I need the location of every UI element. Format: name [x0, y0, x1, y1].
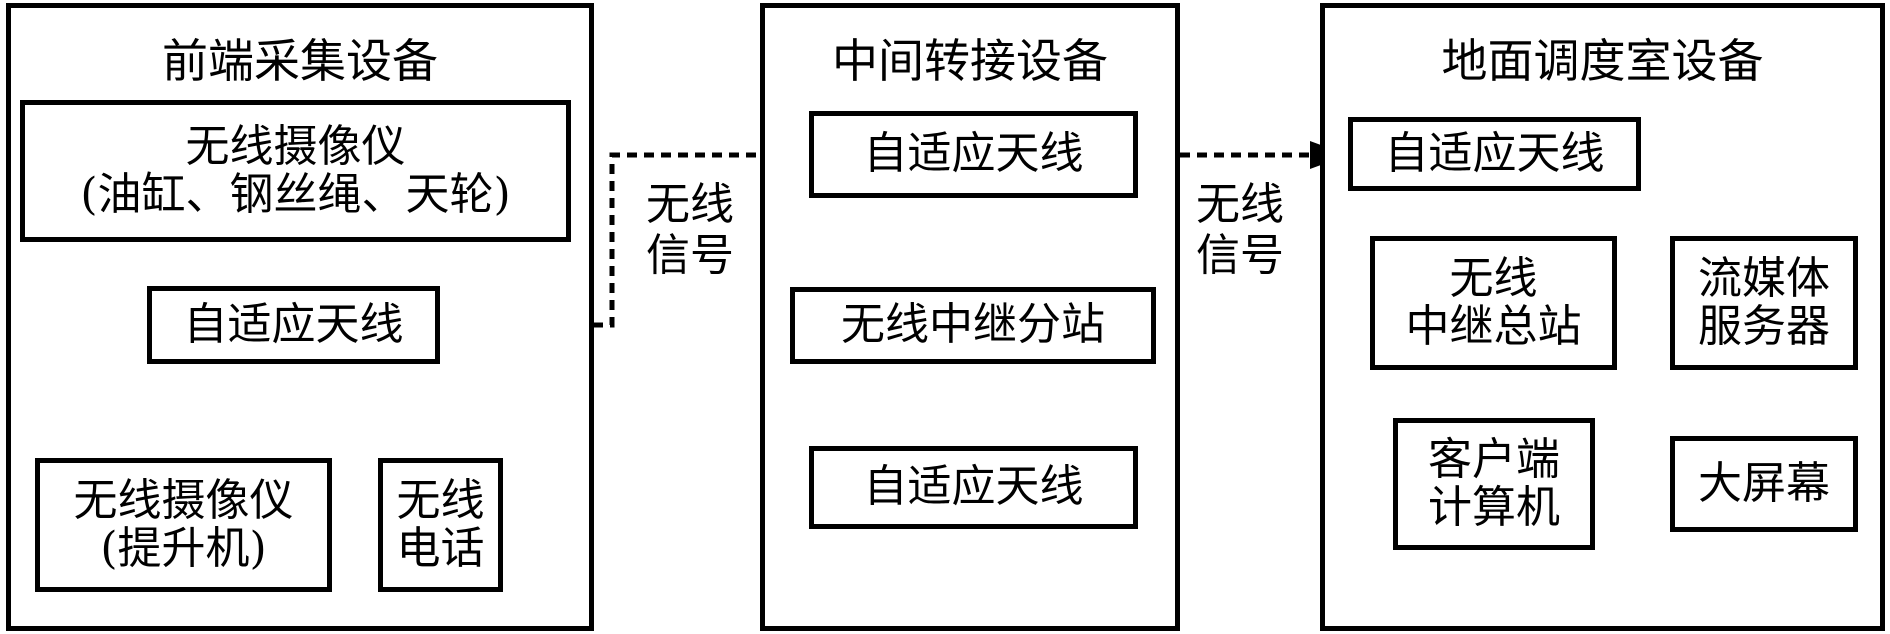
box-sublabel: (提升机) — [100, 523, 267, 574]
wireless-signal-label-2: 无线 信号 — [1190, 179, 1290, 281]
box-media-server: 流媒体 服务器 — [1670, 236, 1858, 370]
box-middle-antenna-out: 自适应天线 — [809, 446, 1138, 529]
box-label: 无线摄像仪 — [185, 120, 406, 172]
box-label: 无线摄像仪 — [73, 474, 294, 526]
box-label: 大屏幕 — [1698, 457, 1830, 509]
box-front-antenna: 自适应天线 — [147, 286, 440, 364]
signal-label-line: 信号 — [1196, 229, 1284, 281]
box-wireless-camera-hoist: 无线摄像仪 (提升机) — [35, 458, 332, 592]
box-wireless-master-station: 无线 中继总站 — [1370, 236, 1617, 370]
box-big-screen: 大屏幕 — [1670, 436, 1858, 532]
wireless-signal-label-1: 无线 信号 — [640, 179, 740, 281]
box-wireless-substation: 无线中继分站 — [790, 287, 1156, 364]
box-label: 自适应天线 — [1384, 127, 1605, 179]
box-ground-antenna: 自适应天线 — [1348, 117, 1641, 191]
box-label: 自适应天线 — [863, 461, 1084, 513]
panel-title: 地面调度室设备 — [1441, 34, 1764, 88]
panel-title: 中间转接设备 — [832, 34, 1108, 88]
box-label: 无线 — [1449, 252, 1538, 304]
box-sublabel: 计算机 — [1428, 482, 1560, 533]
box-sublabel: 电话 — [396, 523, 485, 574]
box-sublabel: 服务器 — [1698, 301, 1830, 352]
panel-title: 前端采集设备 — [162, 34, 438, 88]
signal-label-line: 信号 — [646, 229, 734, 281]
box-wireless-camera-main: 无线摄像仪 (油缸、钢丝绳、天轮) — [20, 100, 571, 242]
box-label: 客户端 — [1428, 433, 1560, 485]
box-label: 自适应天线 — [183, 298, 404, 350]
box-middle-antenna-in: 自适应天线 — [809, 111, 1138, 198]
box-label: 自适应天线 — [863, 128, 1084, 180]
signal-label-line: 无线 — [646, 179, 734, 230]
box-sublabel: (油缸、钢丝绳、天轮) — [80, 169, 511, 220]
box-label: 无线 — [396, 474, 485, 526]
box-label: 流媒体 — [1698, 252, 1830, 304]
box-sublabel: 中继总站 — [1405, 301, 1582, 352]
box-label: 无线中继分站 — [841, 299, 1105, 351]
box-wireless-phone: 无线 电话 — [378, 458, 503, 592]
signal-label-line: 无线 — [1196, 179, 1284, 230]
box-client-computer: 客户端 计算机 — [1393, 418, 1595, 550]
